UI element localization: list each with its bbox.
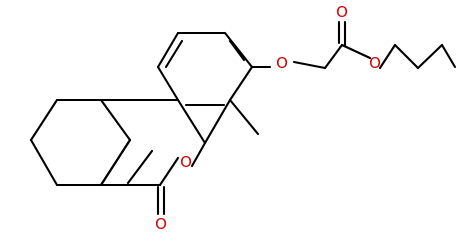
bond xyxy=(416,43,444,70)
bond xyxy=(323,43,344,70)
ester-side-chain xyxy=(250,20,457,70)
bond xyxy=(340,43,372,60)
bond xyxy=(440,43,457,69)
bond xyxy=(29,98,59,142)
bond xyxy=(176,98,207,145)
bond xyxy=(190,141,207,168)
bond-double-inner xyxy=(228,39,246,62)
bond xyxy=(99,98,132,142)
ring-oxygen-label: O xyxy=(180,153,192,171)
bond xyxy=(156,65,180,102)
pyranone-ring xyxy=(99,98,207,187)
bond-double-inner xyxy=(126,149,154,185)
bond-double-inner xyxy=(164,39,184,69)
ether-oxygen-label: O xyxy=(276,54,288,72)
benzene-ring xyxy=(156,31,254,145)
bond xyxy=(29,138,59,187)
methyl-bond xyxy=(228,98,260,136)
lactone-carbonyl xyxy=(156,185,166,216)
cyclohexene-ring xyxy=(29,98,154,187)
bond xyxy=(223,31,254,69)
ester-carbonyl-oxygen-label: O xyxy=(336,3,348,21)
bond xyxy=(393,43,420,70)
bond xyxy=(228,65,254,102)
bond xyxy=(378,43,397,70)
bond xyxy=(292,60,327,70)
ester-alkoxy-oxygen-label: O xyxy=(369,54,381,72)
bond xyxy=(156,31,180,69)
bond xyxy=(158,156,180,187)
bond xyxy=(203,98,232,145)
lactone-carbonyl-oxygen-label: O xyxy=(155,215,167,233)
bond xyxy=(99,138,132,187)
